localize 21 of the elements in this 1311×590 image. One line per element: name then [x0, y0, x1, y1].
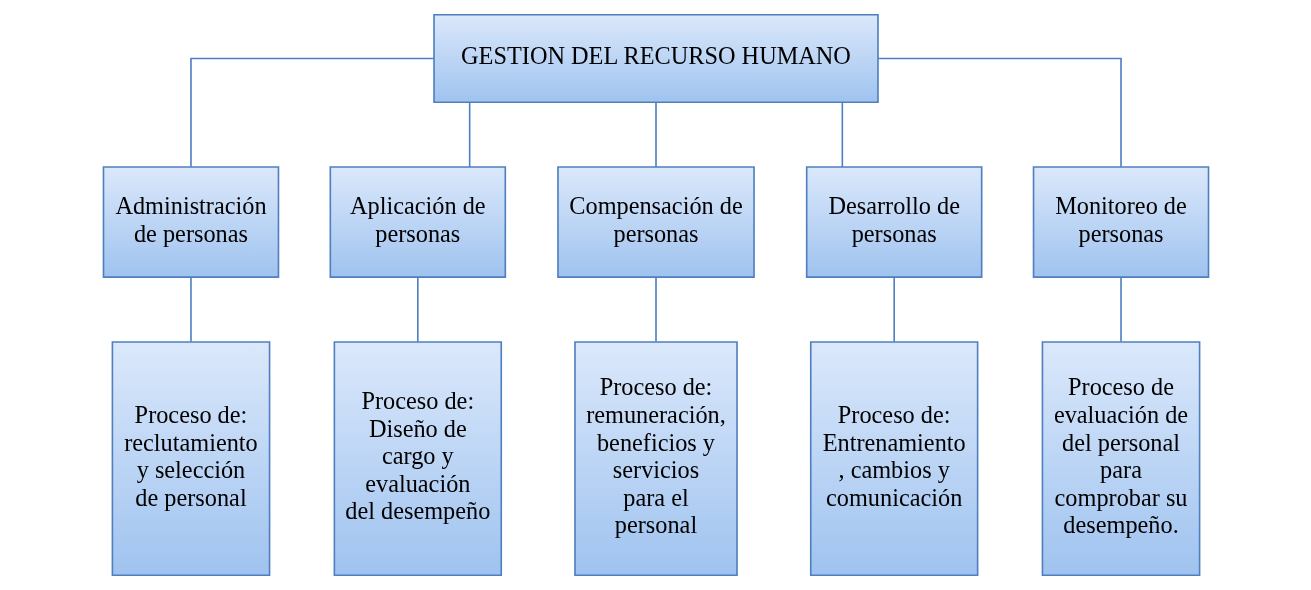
connector [468, 101, 470, 168]
node-box: Proceso de: reclutamiento y selección de personal [111, 341, 270, 577]
node-box: Aplicación de personas [329, 166, 506, 278]
node-box: Administración de personas [102, 166, 279, 278]
connector [416, 276, 419, 343]
connector [892, 276, 895, 343]
node-box: Monitoreo de personas [1032, 166, 1209, 278]
connector [841, 101, 843, 168]
node-box: Proceso de: Entrenamiento , cambios y comunicación [809, 341, 978, 577]
connector [654, 101, 657, 168]
node-box: Proceso de evaluación de del personal para comprobar su desempeño. [1041, 341, 1200, 577]
node-box: Proceso de: remuneración, beneficios y servicios para el personal [573, 341, 738, 577]
node-box: Proceso de: Diseño de cargo y evaluación del desempeño [333, 341, 502, 577]
node-box: GESTION DEL RECURSO HUMANO [432, 13, 879, 103]
connector [654, 276, 657, 343]
connector [877, 57, 1122, 168]
connector [1119, 276, 1122, 343]
connector [189, 57, 434, 168]
connector [189, 276, 192, 343]
node-box: Compensación de personas [556, 166, 755, 278]
node-box: Desarrollo de personas [805, 166, 982, 278]
